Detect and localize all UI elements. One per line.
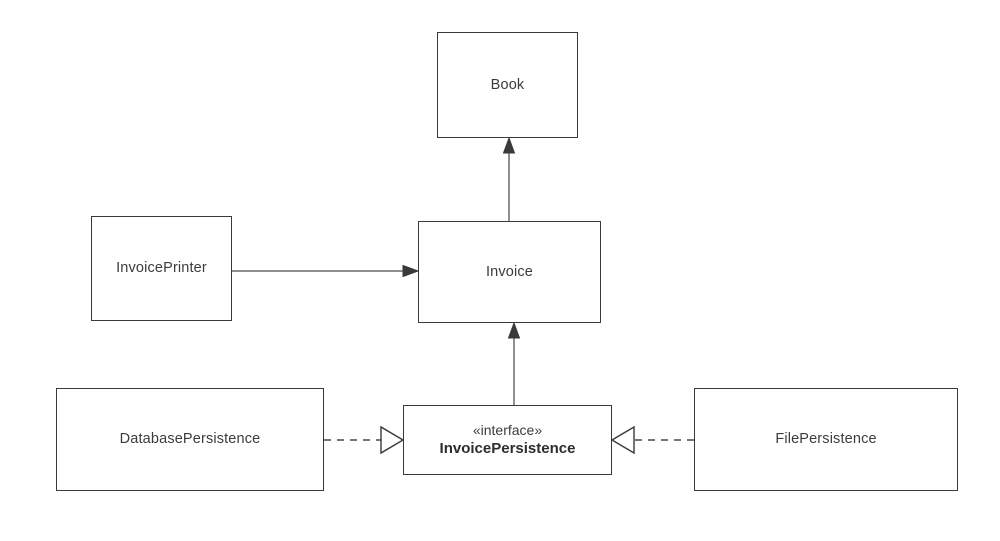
hollow-triangle-icon bbox=[380, 425, 405, 455]
hollow-triangle-icon bbox=[610, 425, 635, 455]
filled-arrow-icon bbox=[507, 321, 521, 339]
class-node-label: Book bbox=[490, 76, 525, 93]
class-node-database-persistence[interactable]: DatabasePersistence bbox=[56, 388, 324, 491]
class-node-invoice-printer[interactable]: InvoicePrinter bbox=[91, 216, 232, 321]
filled-arrow-icon bbox=[502, 136, 516, 154]
edge-database-persistence-realizes-invoice-persistence bbox=[324, 425, 405, 455]
class-node-book[interactable]: Book bbox=[437, 32, 578, 138]
interface-node-label: InvoicePersistence bbox=[439, 440, 576, 458]
edge-invoice-persistence-to-invoice bbox=[507, 321, 521, 405]
class-node-label: DatabasePersistence bbox=[119, 431, 261, 448]
class-node-label: Invoice bbox=[486, 263, 533, 280]
interface-stereotype-label: «interface» bbox=[472, 422, 543, 439]
interface-node-invoice-persistence[interactable]: «interface» InvoicePersistence bbox=[403, 405, 612, 475]
class-node-invoice[interactable]: Invoice bbox=[418, 221, 601, 323]
filled-arrow-icon bbox=[402, 264, 420, 278]
class-node-label: InvoicePrinter bbox=[116, 260, 207, 277]
class-node-file-persistence[interactable]: FilePersistence bbox=[694, 388, 958, 491]
edge-invoice-to-book bbox=[502, 136, 516, 221]
edge-file-persistence-realizes-invoice-persistence bbox=[610, 425, 694, 455]
class-node-label: FilePersistence bbox=[775, 431, 877, 448]
edge-invoice-printer-to-invoice bbox=[232, 264, 420, 278]
